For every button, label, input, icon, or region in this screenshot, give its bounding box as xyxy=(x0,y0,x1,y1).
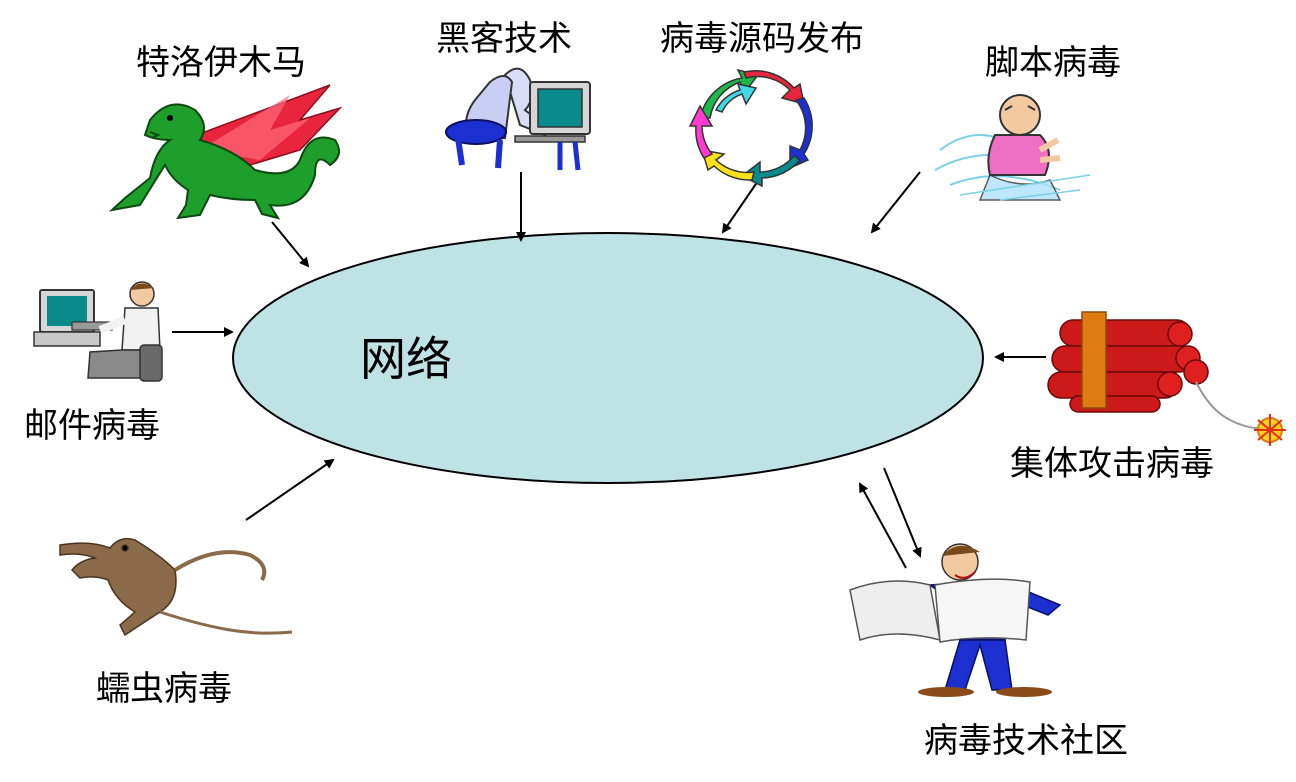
arrow-worm xyxy=(245,458,335,521)
center-label: 网络 xyxy=(360,332,452,386)
rat-icon xyxy=(59,537,293,637)
label-trojan: 特洛伊木马 xyxy=(136,43,306,83)
label-source-code: 病毒源码发布 xyxy=(660,19,864,59)
arrow-community-in xyxy=(859,482,907,569)
label-email: 邮件病毒 xyxy=(24,406,160,446)
arrow-source-code xyxy=(721,177,761,234)
arrow-script xyxy=(870,171,921,234)
label-bundle: 集体攻击病毒 xyxy=(1010,444,1214,484)
dynamite-icon xyxy=(1047,311,1286,446)
label-script: 脚本病毒 xyxy=(985,43,1121,83)
newspaper-man-icon xyxy=(849,543,1062,697)
cycle-arrows-icon xyxy=(688,68,813,188)
dragon-icon xyxy=(108,84,343,220)
script-virus-man-icon xyxy=(934,94,1091,201)
arrows xyxy=(172,171,1046,569)
label-worm: 蠕虫病毒 xyxy=(96,669,232,709)
hacker-icon xyxy=(445,67,591,171)
label-community: 病毒技术社区 xyxy=(924,721,1128,761)
network-ellipse xyxy=(232,232,984,484)
email-computer-icon xyxy=(33,281,163,382)
label-hacker: 黑客技术 xyxy=(436,19,572,59)
arrow-community-out xyxy=(883,467,922,558)
arrow-trojan xyxy=(271,221,310,268)
